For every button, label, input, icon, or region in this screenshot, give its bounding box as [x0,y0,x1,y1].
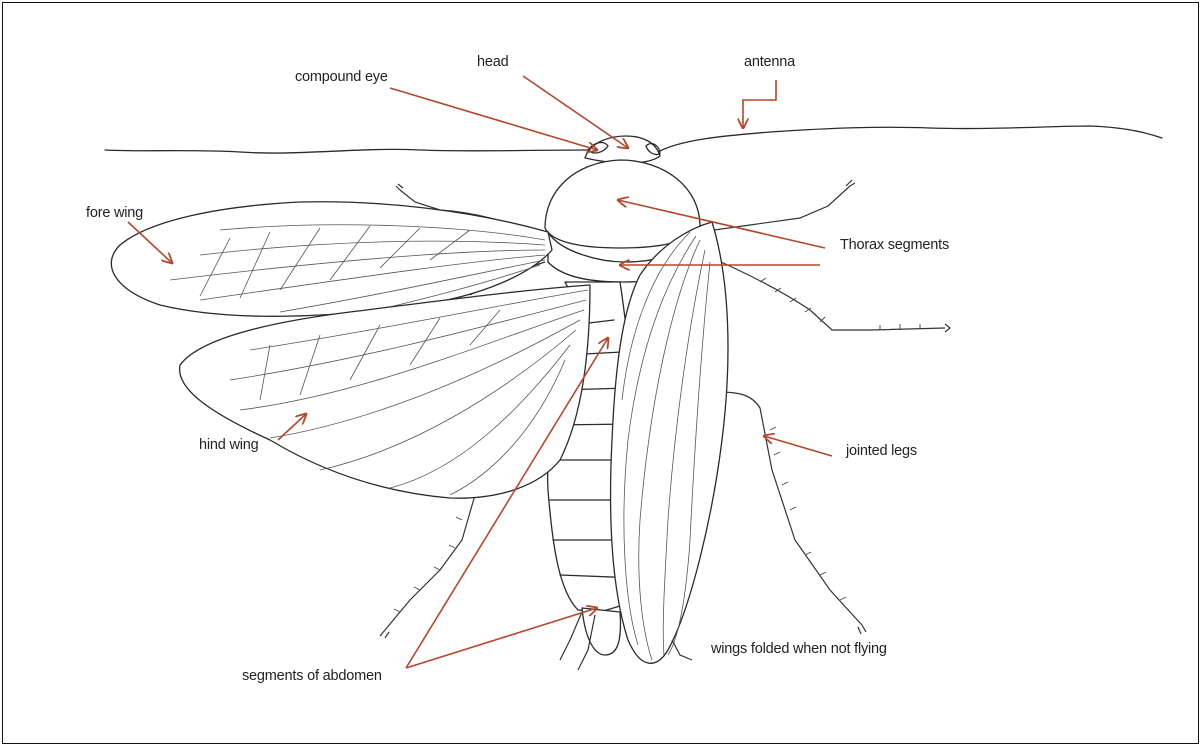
arrow-head [523,76,628,148]
antenna-right [658,126,1162,152]
label-fore-wing: fore wing [86,204,143,222]
arrow-antenna [743,80,776,128]
label-wings-folded: wings folded when not flying [711,640,911,658]
label-head: head [477,53,508,71]
label-compound-eye: compound eye [295,68,388,86]
folded-wing [611,222,728,663]
label-segments-of-abdomen: segments of abdomen [242,667,382,685]
arrow-jointed-legs [764,436,832,456]
label-antenna: antenna [744,53,795,71]
antenna-left [105,149,588,153]
label-hind-wing: hind wing [199,436,258,454]
hind-wing [180,285,590,498]
arrow-compound-eye [390,88,597,150]
arrow-abdomen-2 [406,608,597,668]
label-thorax-segments: Thorax segments [840,236,949,254]
label-jointed-legs: jointed legs [846,442,917,460]
